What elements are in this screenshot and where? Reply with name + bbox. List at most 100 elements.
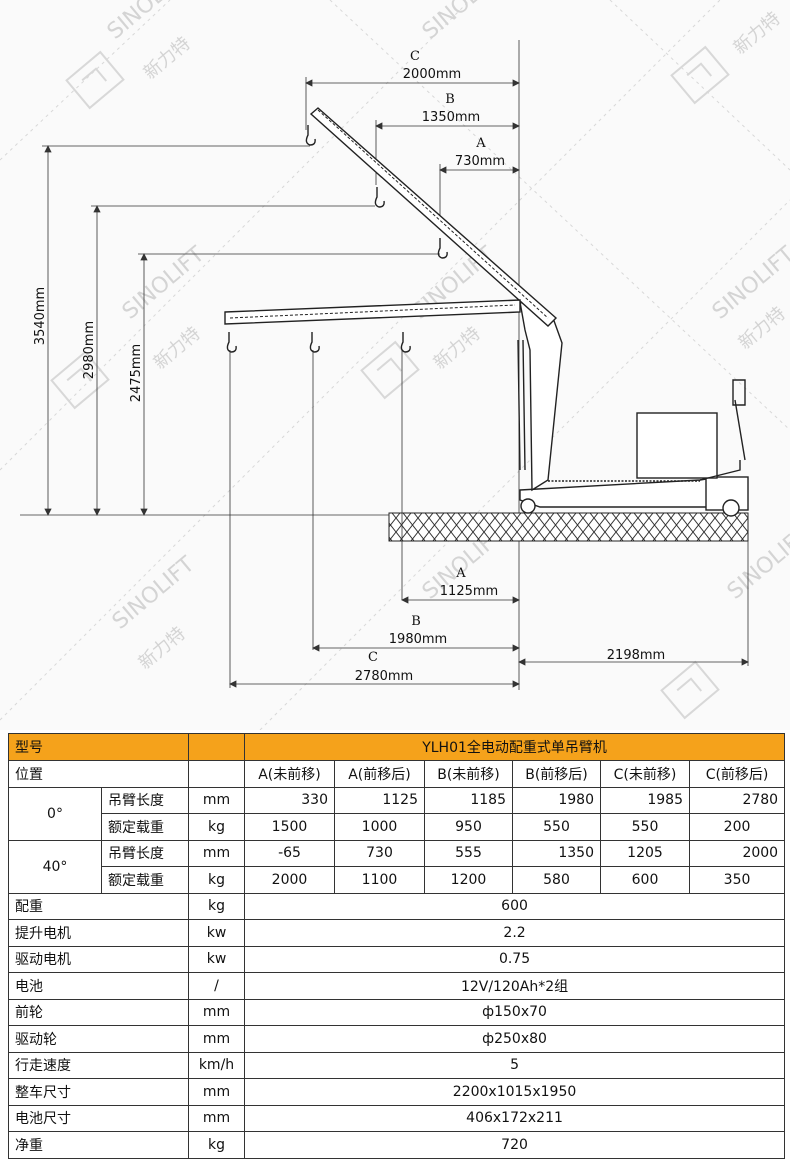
ground-hatch	[388, 512, 749, 542]
row-unit: mm	[188, 839, 245, 867]
table-row: 电池 / 12V/120Ah*2组	[8, 972, 786, 1000]
row-label: 电池尺寸	[8, 1104, 189, 1132]
position-col: B(前移后)	[512, 760, 601, 788]
table-row: 0° 吊臂长度 mm 330 1125 1185 1980 1985 2780	[8, 786, 786, 841]
cell-value: 1205	[600, 839, 690, 867]
table-row: 提升电机 kw 2.2	[8, 919, 786, 947]
row-unit: mm	[188, 1078, 245, 1106]
cell-value: 2000	[244, 866, 335, 894]
cell-value: 2000	[688, 839, 786, 867]
row-value: ф150x70	[243, 998, 786, 1026]
row-value: 406x172x211	[243, 1104, 786, 1132]
svg-text:新力特: 新力特	[430, 323, 485, 374]
height-dim-2: 2980mm	[82, 321, 97, 379]
cell-value: 580	[512, 866, 601, 894]
cell-value: -65	[244, 839, 335, 867]
table-row: 整车尺寸 mm 2200x1015x1950	[8, 1078, 786, 1106]
row-unit: kw	[188, 919, 245, 947]
cell-value: 1985	[600, 786, 690, 814]
table-row: 配重 kg 600	[8, 892, 786, 920]
row-label: 行走速度	[8, 1051, 189, 1079]
svg-text:新力特: 新力特	[730, 8, 785, 59]
row-label: 电池	[8, 972, 189, 1000]
logo-icon	[65, 50, 125, 110]
cell-value: 200	[688, 813, 786, 841]
svg-text:新力特: 新力特	[140, 33, 195, 84]
table-header-row: 型号 YLH01全电动配重式单吊臂机	[8, 733, 786, 761]
row-label: 额定载重	[101, 813, 189, 841]
row-unit: mm	[188, 1025, 245, 1053]
row-unit: kw	[188, 945, 245, 973]
cell-value: 550	[512, 813, 601, 841]
row-value: 720	[243, 1131, 786, 1159]
logo-icon	[660, 660, 720, 720]
crane-dimension-drawing: SINOLIFT SINOLIFT SINOLIFT SINOLIFT SINO…	[0, 0, 790, 730]
bottom-dim-a-letter: A	[455, 566, 466, 581]
row-label: 配重	[8, 892, 189, 920]
position-col: C(未前移)	[600, 760, 690, 788]
dimension-lines	[20, 40, 749, 690]
logo-icon	[360, 340, 420, 400]
model-name: YLH01全电动配重式单吊臂机	[243, 733, 786, 761]
cell-value: 550	[600, 813, 690, 841]
cell-value: 555	[424, 839, 513, 867]
table-row: 行走速度 km/h 5	[8, 1051, 786, 1079]
row-unit: mm	[188, 998, 245, 1026]
cell-value: 2780	[688, 786, 786, 814]
height-dim-3: 2475mm	[129, 344, 144, 402]
table-row: 驱动电机 kw 0.75	[8, 945, 786, 973]
table-row: 额定载重 kg 2000 1100 1200 580 600 350	[9, 866, 786, 894]
cell-value: 330	[244, 786, 335, 814]
row-value: 2.2	[243, 919, 786, 947]
top-dim-a-letter: A	[475, 136, 486, 151]
bottom-dim-c-value: 2780mm	[355, 669, 413, 684]
table-row: 驱动轮 mm ф250x80	[8, 1025, 786, 1053]
row-label: 提升电机	[8, 919, 189, 947]
header-blank	[188, 733, 245, 761]
svg-text:新力特: 新力特	[135, 623, 190, 674]
height-dim-1: 3540mm	[33, 287, 48, 345]
model-label: 型号	[8, 733, 189, 761]
svg-text:SINOLIFT: SINOLIFT	[108, 552, 200, 635]
top-dim-a-value: 730mm	[455, 154, 505, 169]
row-label: 前轮	[8, 998, 189, 1026]
row-label: 吊臂长度	[101, 839, 189, 867]
row-label: 驱动电机	[8, 945, 189, 973]
table-row: 40° 吊臂长度 mm -65 730 555 1350 1205 2000	[8, 839, 786, 894]
angle-0-label: 0°	[8, 786, 102, 841]
top-dim-c-value: 2000mm	[403, 67, 461, 82]
svg-text:新力特: 新力特	[150, 323, 205, 374]
row-unit: kg	[188, 1131, 245, 1159]
table-row: 位置 A(未前移) A(前移后) B(未前移) B(前移后) C(未前移) C(…	[8, 760, 786, 788]
cell-value: 1980	[512, 786, 601, 814]
row-unit: /	[188, 972, 245, 1000]
position-unit	[188, 760, 245, 788]
row-value: 2200x1015x1950	[243, 1078, 786, 1106]
cell-value: 730	[334, 839, 425, 867]
bottom-dim-b-letter: B	[411, 614, 421, 629]
length-dim: 2198mm	[607, 648, 665, 663]
cell-value: 1350	[512, 839, 601, 867]
row-label: 额定载重	[101, 866, 189, 894]
cell-value: 1185	[424, 786, 513, 814]
row-unit: kg	[188, 813, 245, 841]
top-dim-b-value: 1350mm	[422, 110, 480, 125]
top-dim-c-letter: C	[410, 49, 420, 64]
row-unit: mm	[188, 786, 245, 814]
row-label: 净重	[8, 1131, 189, 1159]
row-unit: kg	[188, 866, 245, 894]
cell-value: 1200	[424, 866, 513, 894]
row-value: 12V/120Ah*2组	[243, 972, 786, 1000]
row-label: 整车尺寸	[8, 1078, 189, 1106]
top-dim-b-letter: B	[445, 92, 455, 107]
row-label: 驱动轮	[8, 1025, 189, 1053]
row-unit: mm	[188, 1104, 245, 1132]
svg-text:新力特: 新力特	[735, 303, 790, 354]
bottom-dim-a-value: 1125mm	[440, 584, 498, 599]
table-row: 净重 kg 720	[8, 1131, 786, 1159]
crane-machine	[224, 107, 749, 517]
cell-value: 950	[424, 813, 513, 841]
row-value: 5	[243, 1051, 786, 1079]
cell-value: 1000	[334, 813, 425, 841]
cell-value: 1100	[334, 866, 425, 894]
